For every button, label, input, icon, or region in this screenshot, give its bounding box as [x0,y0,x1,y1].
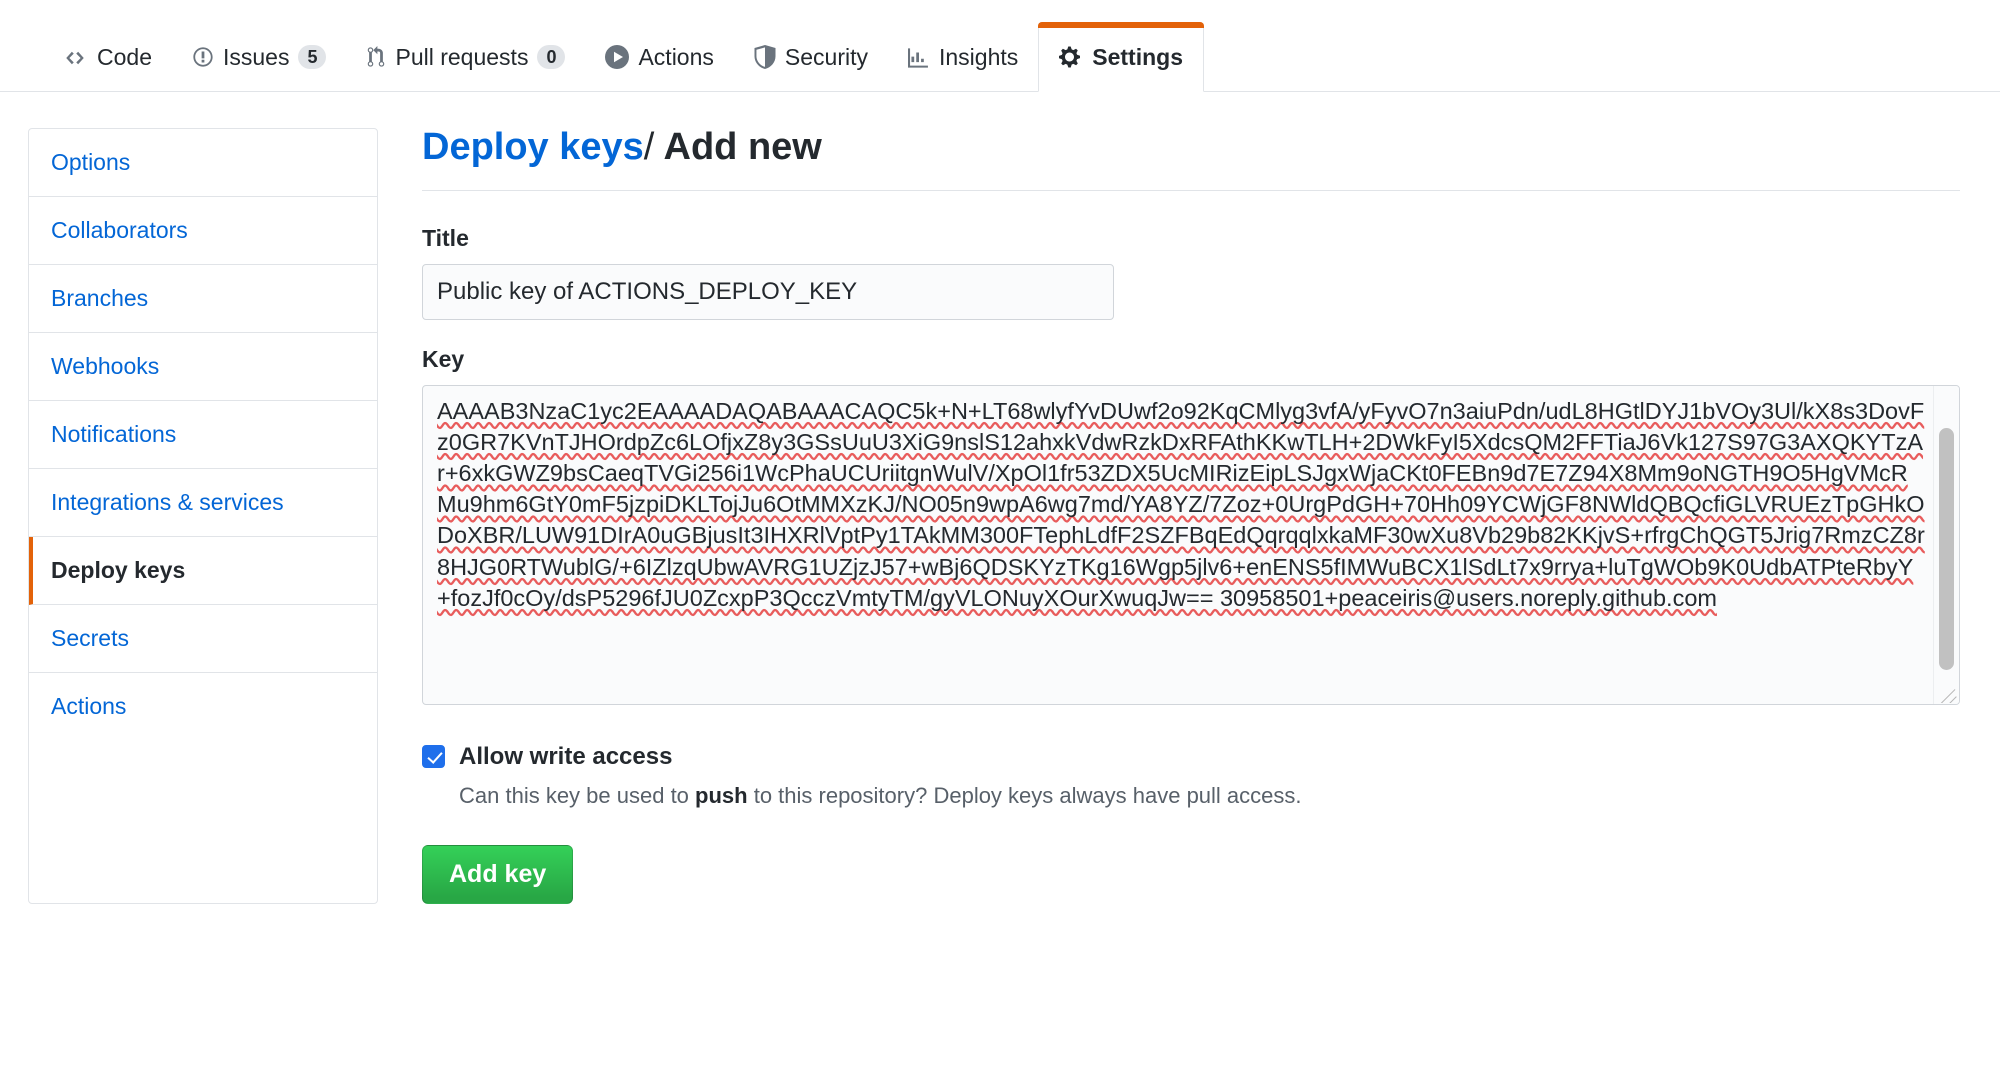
add-key-button[interactable]: Add key [422,845,574,905]
sidebar-item-label: Branches [51,285,149,312]
key-textarea-wrapper[interactable]: AAAAB3NzaC1yc2EAAAADAQABAAACAQC5k+N+LT68… [422,384,1960,705]
sidebar-item-label: Deploy keys [51,557,186,584]
tab-actions[interactable]: Actions [585,45,733,91]
key-textarea-scrollbar[interactable] [1933,385,1959,704]
sidebar-item-label: Notifications [51,421,177,448]
key-textarea[interactable]: AAAAB3NzaC1yc2EAAAADAQABAAACAQC5k+N+LT68… [437,397,1925,611]
issue-opened-icon [192,46,214,68]
pull-requests-counter: 0 [537,45,566,69]
tab-settings[interactable]: Settings [1038,22,1204,92]
tab-security[interactable]: Security [734,45,888,91]
sidebar-item-collaborators[interactable]: Collaborators [29,197,377,266]
play-icon [605,45,630,69]
repository-nav-list: Code Issues 5 Pull requests 0 Actions [42,22,1204,92]
help-bold-push: push [695,782,748,808]
tab-insights-label: Insights [939,44,1019,70]
help-suffix: to this repository? Deploy keys always h… [747,782,1302,808]
sidebar-item-branches[interactable]: Branches [29,265,377,334]
scrollbar-thumb[interactable] [1939,427,1954,670]
tab-code[interactable]: Code [42,46,172,91]
sidebar-item-label: Secrets [51,625,129,652]
main-content: Deploy keys/ Add new Title Key AAAAB3Nza… [408,124,1960,905]
sidebar-item-label: Integrations & services [51,489,284,516]
sidebar-item-options[interactable]: Options [29,129,377,198]
allow-write-access-label[interactable]: Allow write access [459,742,673,770]
tab-pull-requests-label: Pull requests [395,43,529,70]
page-title-separator: / [643,126,655,168]
allow-write-access-row[interactable]: Allow write access [422,743,1960,771]
allow-write-access-checkbox[interactable] [422,745,445,768]
title-field-label: Title [422,224,469,251]
code-icon [62,48,88,68]
sidebar-item-notifications[interactable]: Notifications [29,401,377,470]
shield-icon [754,45,776,69]
deploy-keys-link[interactable]: Deploy keys [422,126,644,168]
git-pull-request-icon [366,46,386,68]
settings-sidebar: Options Collaborators Branches Webhooks … [28,128,378,905]
spacer [422,320,1960,346]
tab-settings-label: Settings [1092,43,1183,70]
sidebar-item-deploy-keys[interactable]: Deploy keys [29,537,377,606]
sidebar-item-secrets[interactable]: Secrets [29,605,377,674]
sidebar-item-label: Collaborators [51,217,188,244]
page-body: Options Collaborators Branches Webhooks … [0,92,2000,905]
page-title-current: Add new [663,126,822,168]
title-input[interactable] [422,263,1114,320]
tab-insights[interactable]: Insights [888,46,1038,91]
page-title: Deploy keys/ Add new [422,124,1960,191]
tab-security-label: Security [784,43,868,70]
help-prefix: Can this key be used to [459,782,696,808]
sidebar-item-actions[interactable]: Actions [29,673,377,740]
sidebar-item-label: Actions [51,693,127,720]
tab-actions-label: Actions [638,43,714,70]
resize-handle-icon[interactable] [1936,681,1958,703]
repository-nav: Code Issues 5 Pull requests 0 Actions [0,0,2000,92]
allow-write-access-help: Can this key be used to push to this rep… [459,781,1960,812]
tab-pull-requests[interactable]: Pull requests 0 [346,45,585,91]
key-field-label: Key [422,345,465,372]
tab-issues-label: Issues [222,43,290,70]
issues-counter: 5 [298,45,327,69]
tab-code-label: Code [97,44,152,70]
sidebar-item-webhooks[interactable]: Webhooks [29,333,377,402]
graph-icon [908,47,930,69]
tab-issues[interactable]: Issues 5 [172,45,347,91]
sidebar-item-integrations-and-services[interactable]: Integrations & services [29,469,377,538]
sidebar-item-label: Options [51,149,131,175]
gear-icon [1059,45,1083,69]
sidebar-item-label: Webhooks [51,353,160,380]
